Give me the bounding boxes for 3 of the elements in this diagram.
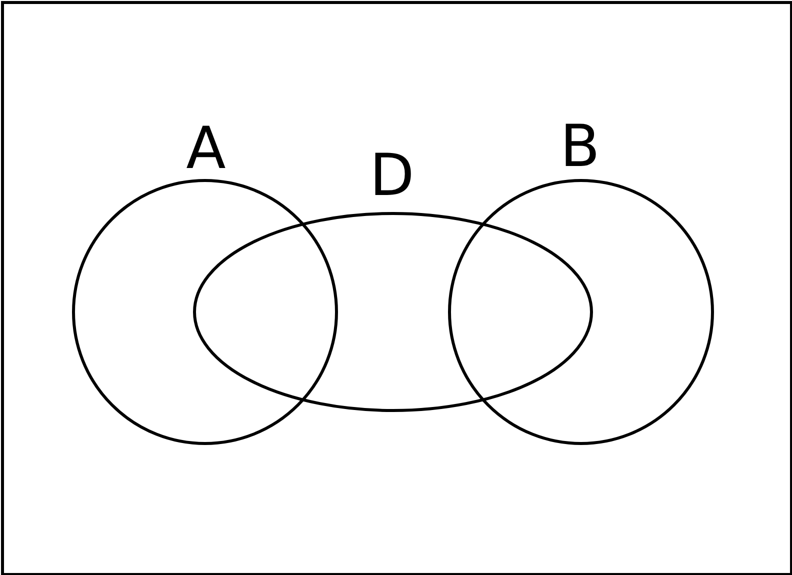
set-label: B [560,116,600,176]
set-label: A [186,118,226,178]
set-label: D [370,145,414,205]
